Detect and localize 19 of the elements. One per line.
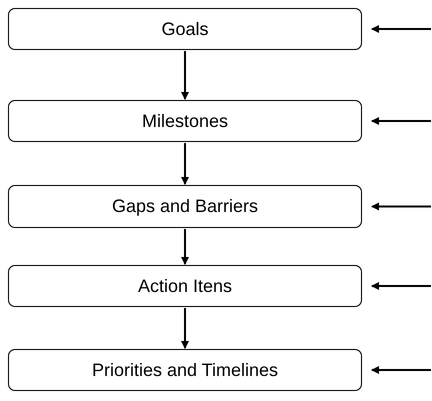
box-label: Milestones bbox=[142, 110, 228, 132]
box-label: Gaps and Barriers bbox=[112, 196, 258, 217]
arrow bbox=[371, 366, 431, 374]
arrow bbox=[181, 51, 189, 100]
process-box bbox=[8, 185, 362, 228]
box-label: Priorities and Timelines bbox=[92, 360, 278, 380]
process-box bbox=[8, 349, 362, 391]
arrow bbox=[371, 282, 431, 290]
arrow bbox=[371, 117, 431, 125]
process-box bbox=[8, 100, 362, 142]
arrow bbox=[181, 143, 189, 185]
box-label: Goals bbox=[161, 18, 209, 40]
process-box bbox=[8, 265, 362, 307]
arrow bbox=[371, 202, 431, 210]
process-box bbox=[8, 8, 362, 50]
arrow bbox=[181, 229, 189, 265]
arrow bbox=[371, 25, 431, 33]
box-label: Action Itens bbox=[138, 276, 232, 296]
arrow bbox=[181, 308, 189, 349]
